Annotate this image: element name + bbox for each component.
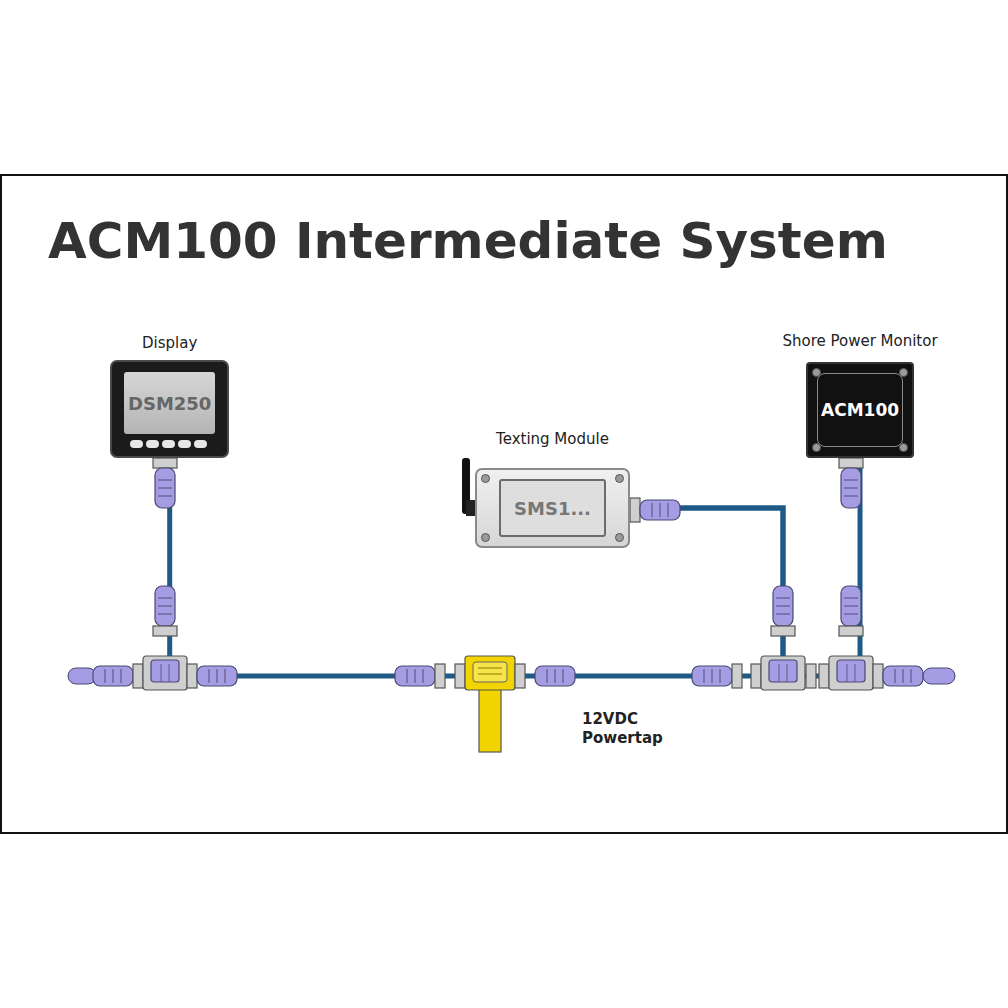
- acm-device: Shore Power MonitorACM100: [806, 362, 914, 458]
- screw: [812, 368, 821, 377]
- device-panel: ACM100: [817, 373, 903, 447]
- sms-device: Texting ModuleSMS1...: [475, 468, 630, 548]
- display-screen: DSM250: [124, 372, 215, 434]
- network-cable: [630, 458, 860, 676]
- device-panel: SMS1...: [499, 479, 606, 537]
- screw: [812, 443, 821, 452]
- display-button: [194, 440, 207, 448]
- device-name: DSM250: [128, 393, 211, 414]
- device-heading: Texting Module: [496, 430, 609, 448]
- device-heading: Shore Power Monitor: [782, 332, 937, 350]
- screw: [899, 368, 908, 377]
- diagram-title: ACM100 Intermediate System: [48, 212, 888, 270]
- device-name: ACM100: [821, 400, 899, 420]
- display-button: [162, 440, 175, 448]
- screw: [481, 474, 490, 483]
- device-heading: Display: [142, 334, 197, 352]
- screw: [899, 443, 908, 452]
- screw: [615, 474, 624, 483]
- power-label: 12VDC Powertap: [582, 710, 682, 748]
- screw: [481, 533, 490, 542]
- display-button: [146, 440, 159, 448]
- dsm-device: DisplayDSM250: [110, 360, 229, 458]
- display-button: [130, 440, 143, 448]
- display-button: [178, 440, 191, 448]
- device-name: SMS1...: [514, 498, 591, 519]
- screw: [615, 533, 624, 542]
- network-cable: [170, 458, 783, 676]
